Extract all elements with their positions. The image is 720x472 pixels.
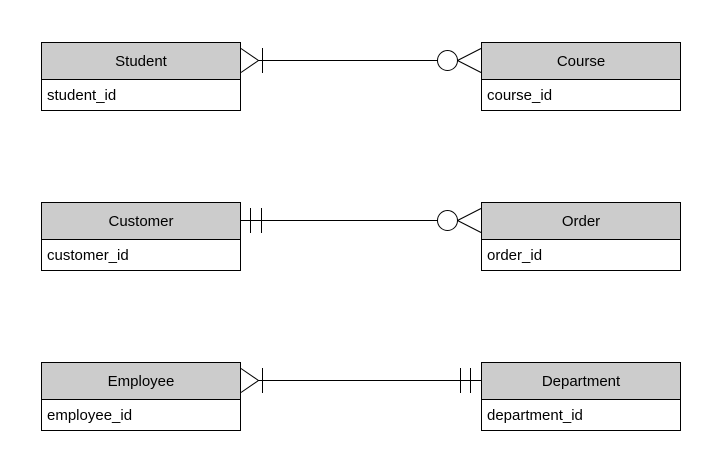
connector-student-course[interactable] [240, 48, 482, 73]
entity-department[interactable]: Department department_id [481, 362, 681, 431]
entity-department-name: Department [541, 372, 621, 390]
crow-foot-many-icon [240, 368, 259, 393]
entity-student-attribute: student_id [47, 86, 117, 104]
entity-order-header: Order [482, 203, 680, 240]
connector-employee-department[interactable] [240, 368, 481, 393]
crow-foot-many-icon [240, 48, 259, 73]
crow-foot-many-icon [457, 48, 482, 73]
entity-department-header: Department [482, 363, 680, 400]
zero-circle-icon [437, 50, 458, 71]
entity-order-name: Order [561, 212, 601, 230]
entity-order[interactable]: Order order_id [481, 202, 681, 271]
zero-circle-icon [437, 210, 458, 231]
entity-customer-attribute-row: customer_id [42, 240, 240, 270]
entity-course[interactable]: Course course_id [481, 42, 681, 111]
entity-course-name: Course [556, 52, 606, 70]
entity-employee-attribute-row: employee_id [42, 400, 240, 430]
entity-customer-header: Customer [42, 203, 240, 240]
entity-customer-attribute: customer_id [47, 246, 129, 264]
entity-student-header: Student [42, 43, 240, 80]
entity-customer-name: Customer [108, 212, 174, 230]
entity-course-attribute-row: course_id [482, 80, 680, 110]
connector-customer-order[interactable] [241, 208, 482, 233]
entity-employee-name: Employee [107, 372, 175, 390]
entity-customer[interactable]: Customer customer_id [41, 202, 241, 271]
entity-department-attribute-row: department_id [482, 400, 680, 430]
entity-employee[interactable]: Employee employee_id [41, 362, 241, 431]
entity-course-header: Course [482, 43, 680, 80]
entity-student-attribute-row: student_id [42, 80, 240, 110]
entity-department-attribute: department_id [487, 406, 583, 424]
entity-student[interactable]: Student student_id [41, 42, 241, 111]
entity-course-attribute: course_id [487, 86, 553, 104]
crow-foot-many-icon [457, 208, 482, 233]
entity-order-attribute: order_id [487, 246, 543, 264]
entity-employee-header: Employee [42, 363, 240, 400]
entity-employee-attribute: employee_id [47, 406, 133, 424]
entity-student-name: Student [115, 52, 167, 70]
entity-order-attribute-row: order_id [482, 240, 680, 270]
